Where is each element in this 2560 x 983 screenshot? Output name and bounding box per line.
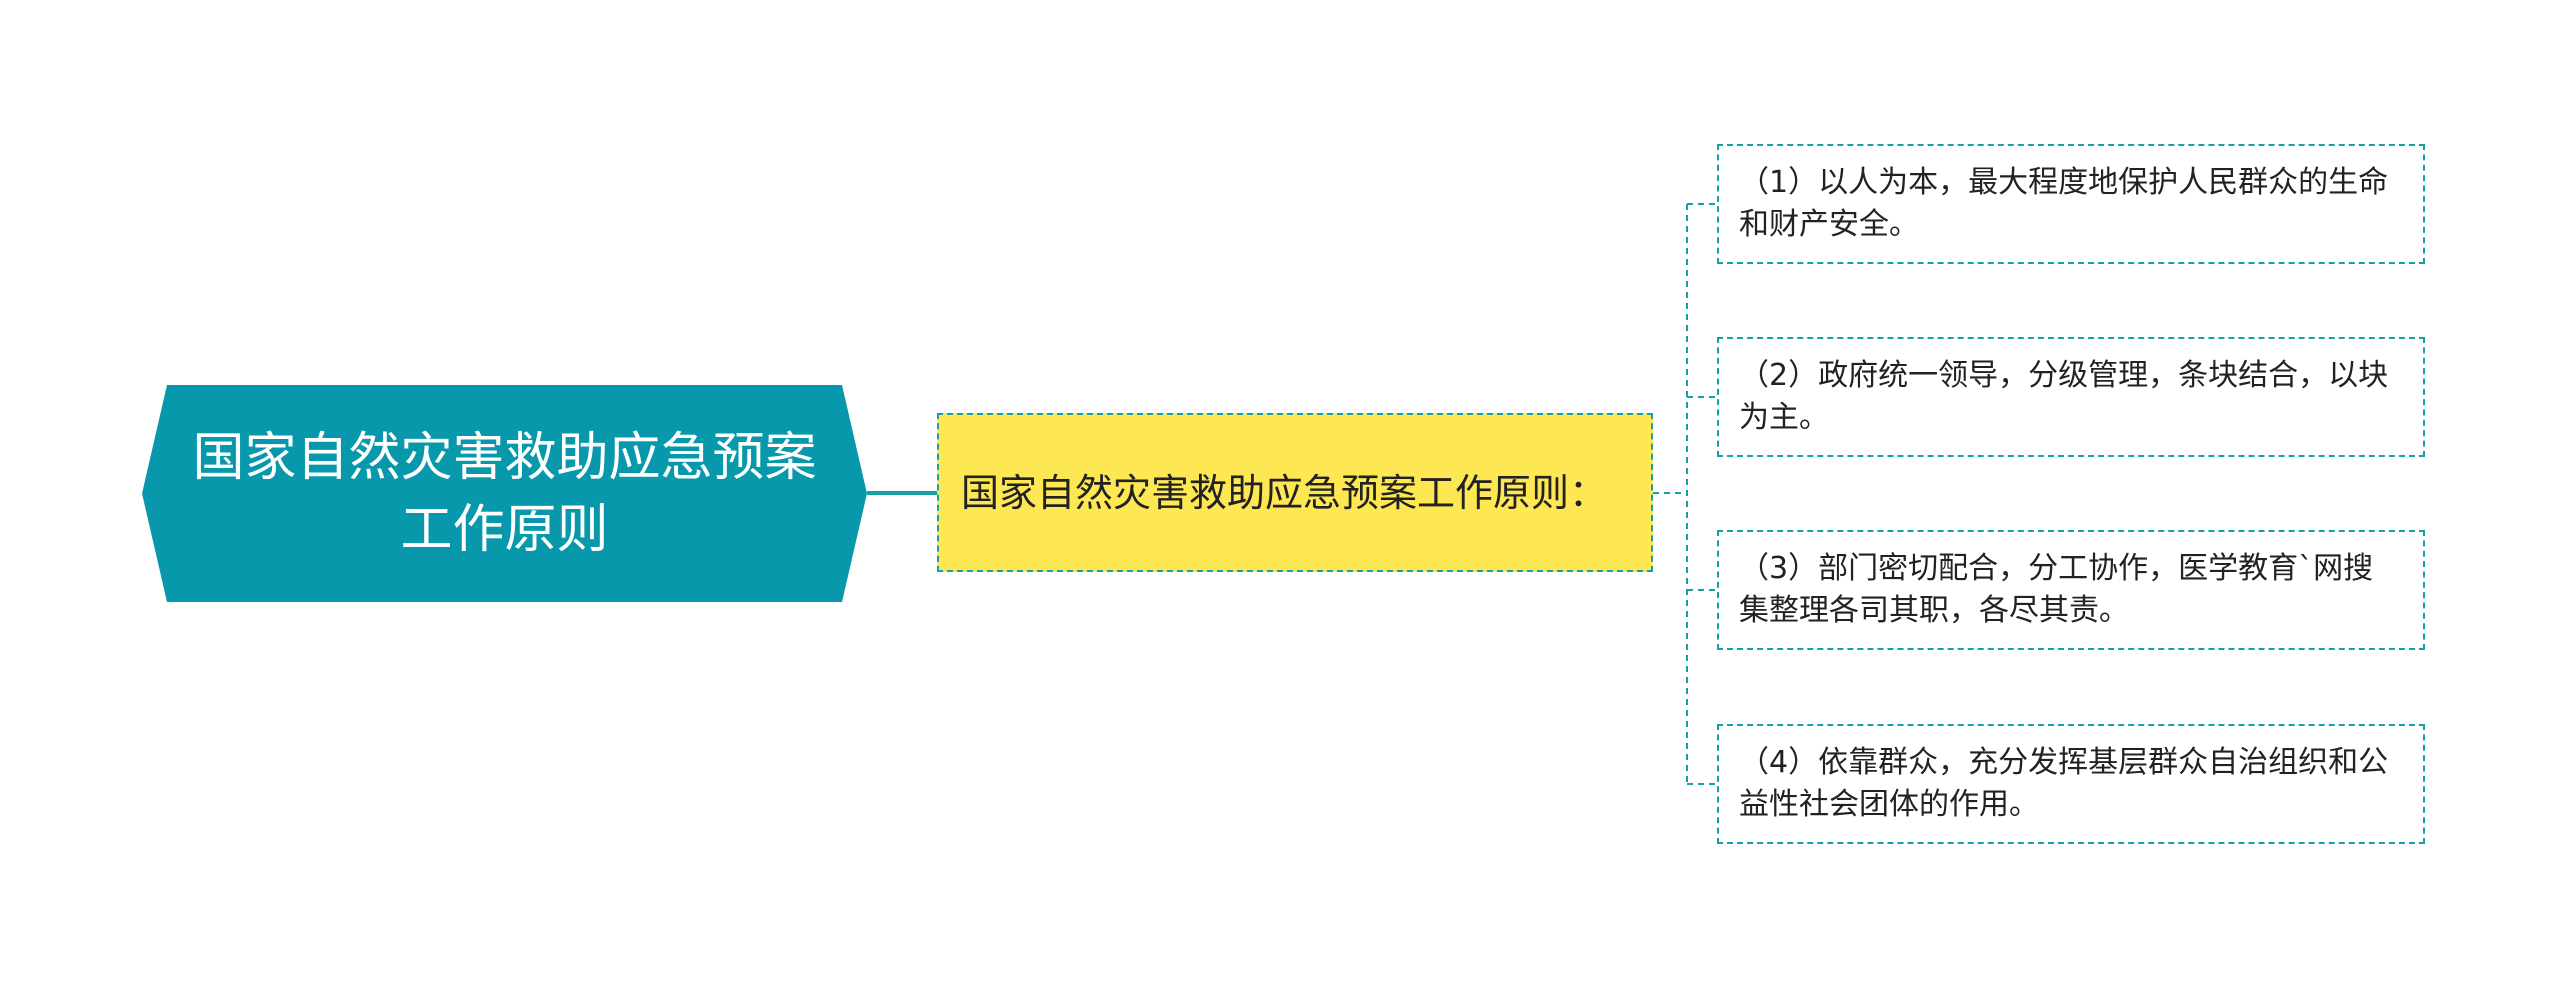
leaf-text-1: （1）以人为本，最大程度地保护人民群众的生命和财产安全。	[1739, 165, 2389, 242]
root-topic-node[interactable]: 国家自然灾害救助应急预案工作原则	[142, 385, 867, 602]
subtopic-node[interactable]: 国家自然灾害救助应急预案工作原则：	[937, 413, 1653, 572]
leaf-text-4: （4）依靠群众，充分发挥基层群众自治组织和公益性社会团体的作用。	[1739, 745, 2389, 822]
leaf-text-3: （3）部门密切配合，分工协作，医学教育`网搜集整理各司其职，各尽其责。	[1739, 551, 2374, 628]
subtopic-text: 国家自然灾害救助应急预案工作原则：	[961, 470, 1608, 515]
root-topic-text: 国家自然灾害救助应急预案工作原则	[192, 427, 817, 560]
leaf-node-1[interactable]: （1）以人为本，最大程度地保护人民群众的生命和财产安全。	[1717, 144, 2425, 264]
leaf-text-2: （2）政府统一领导，分级管理，条块结合，以块为主。	[1739, 358, 2389, 435]
leaf-node-4[interactable]: （4）依靠群众，充分发挥基层群众自治组织和公益性社会团体的作用。	[1717, 724, 2425, 844]
leaf-node-2[interactable]: （2）政府统一领导，分级管理，条块结合，以块为主。	[1717, 337, 2425, 457]
leaf-node-3[interactable]: （3）部门密切配合，分工协作，医学教育`网搜集整理各司其职，各尽其责。	[1717, 530, 2425, 650]
